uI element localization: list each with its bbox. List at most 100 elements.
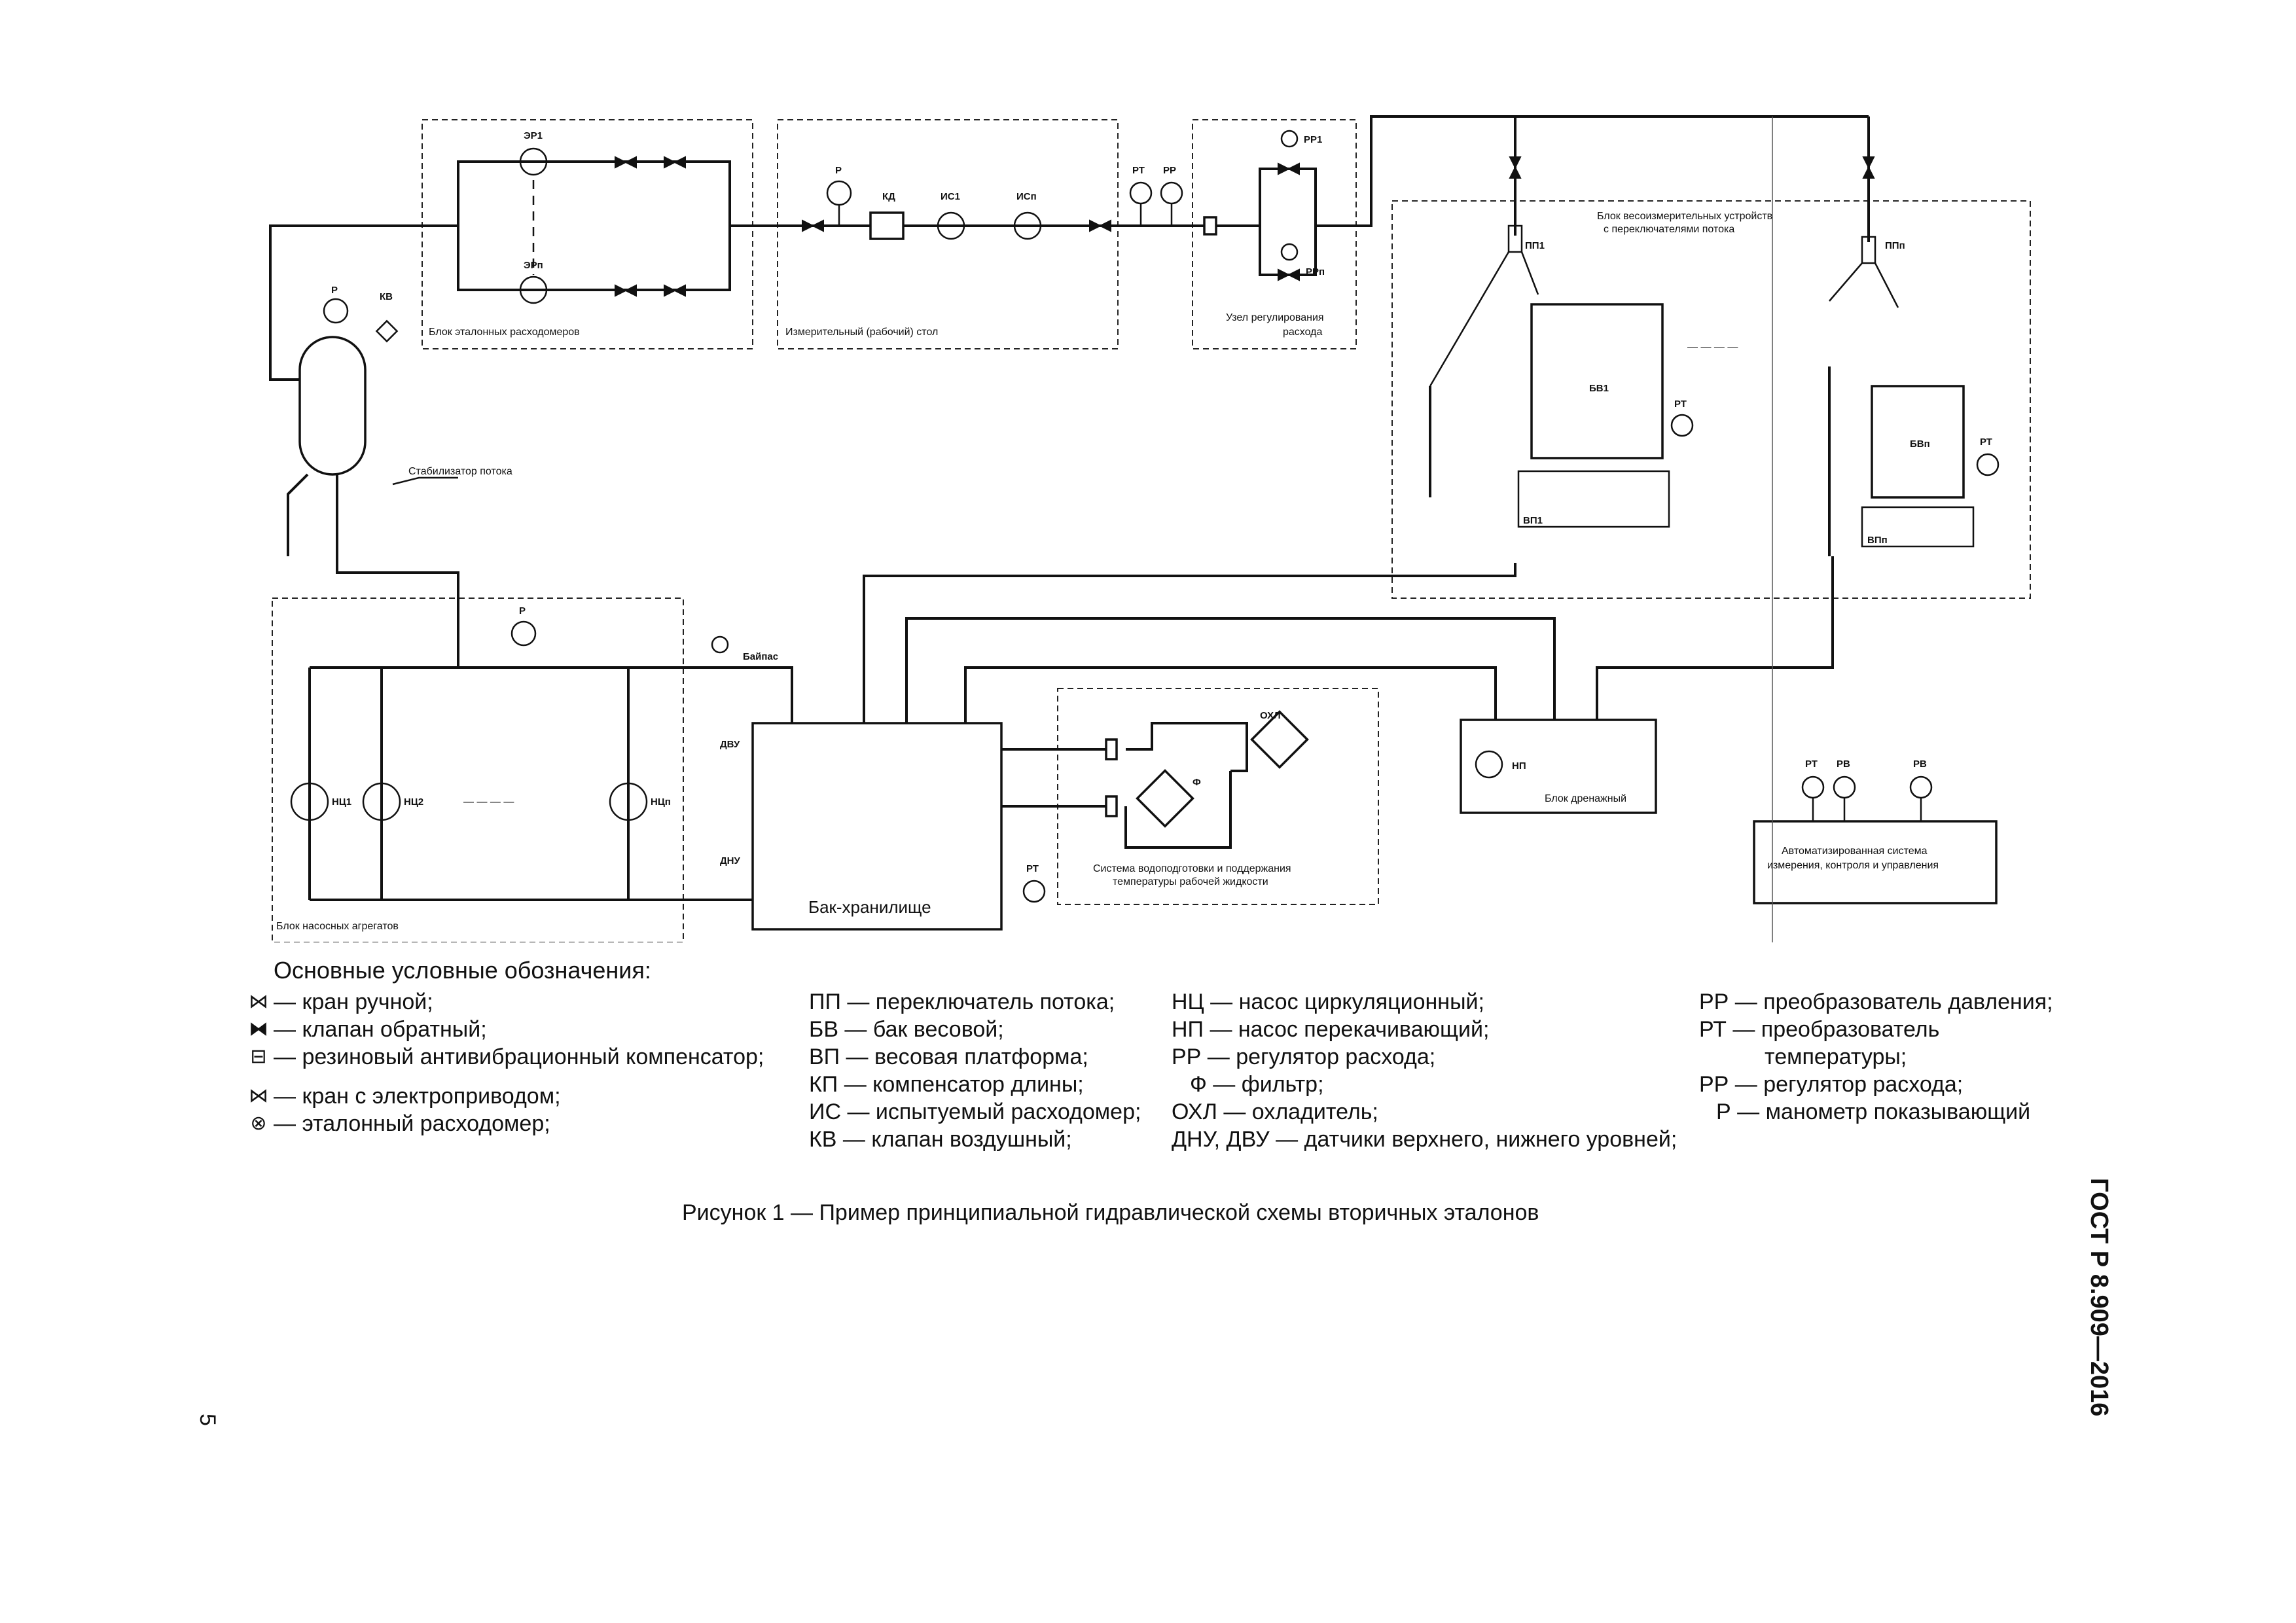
legend-item: ⋈— кран с электроприводом; [243, 1082, 764, 1110]
svg-text:НЦ1: НЦ1 [332, 796, 351, 808]
dnu-label: ДНУ [720, 855, 741, 866]
automation-sensors: РТ РВ РВ [1801, 758, 1933, 821]
svg-text:РВ: РВ [1837, 758, 1850, 770]
legend-item: ⊗— эталонный расходомер; [243, 1110, 764, 1137]
weighing-block [1391, 200, 2031, 599]
automation-system [1753, 820, 1998, 904]
svg-text:РТ: РТ [1674, 399, 1687, 410]
reference-flowmeters-block [422, 119, 753, 349]
legend-item: ПП — переключатель потока; [809, 990, 1115, 1014]
kd-label: КД [882, 191, 895, 202]
standard-number: ГОСТ Р 8.909—2016 [2085, 1178, 2113, 1417]
legend-item: ОХЛ — охладитель; [1172, 1099, 1378, 1124]
legend-item: ИС — испытуемый расходомер; [809, 1099, 1141, 1124]
legend-item: ⋈— кран ручной; [243, 988, 764, 1016]
storage-tank [751, 722, 1003, 931]
legend-item: температуры; [1765, 1044, 1907, 1069]
legend-item: КВ — клапан воздушный; [809, 1127, 1072, 1152]
svg-text:НЦ2: НЦ2 [404, 796, 423, 808]
legend-item: ДНУ, ДВУ — датчики верхнего, нижнего уро… [1172, 1127, 1677, 1152]
svg-text:Байпас: Байпас [743, 651, 778, 662]
compensator-treatment-1 [1105, 738, 1118, 760]
reference-flowmeter-er1: ЭР1 [519, 130, 548, 176]
legend-column-3: НЦ — насос циркуляционный; НП — насос пе… [1172, 988, 1677, 1153]
svg-text:Ф: Ф [1193, 777, 1201, 788]
svg-text:Р: Р [835, 165, 842, 176]
length-compensator-kd [869, 211, 905, 240]
stabilizer-to-pumps [336, 474, 459, 668]
return-line-3 [964, 666, 1497, 726]
legend-item: РР — регулятор расхода; [1172, 1044, 1436, 1069]
weigh-dashes: — — — — [1687, 342, 1738, 353]
valve-glyphs [615, 156, 1875, 297]
temperature-sensor-tank: РТ [1022, 863, 1046, 903]
air-valve-kv: КВ [375, 291, 399, 343]
svg-text:РРп: РРп [1306, 266, 1325, 277]
svg-text:РВ: РВ [1913, 758, 1927, 770]
pump-block-label: Блок насосных агрегатов [276, 921, 399, 932]
flow-stabilizer [298, 336, 367, 476]
check-valve-icon: ⧓ [249, 1018, 268, 1040]
compensator-regulation [1203, 216, 1217, 236]
svg-text:РР: РР [1163, 165, 1176, 176]
svg-text:ЭР1: ЭР1 [524, 130, 543, 141]
weigh-platform-vpn [1861, 506, 1975, 548]
treatment-label-1: Система водоподготовки и поддержания [1093, 863, 1291, 874]
legend-title: Основные условные обозначения: [274, 957, 651, 984]
dvu-label: ДВУ [720, 739, 740, 750]
flow-switch-ppn: ППп [1829, 236, 1905, 308]
legend-item: НП — насос перекачивающий; [1172, 1017, 1490, 1042]
legend-item: КП — компенсатор длины; [809, 1072, 1084, 1097]
weighing-label-1: Блок весоизмерительных устройств [1597, 211, 1772, 222]
page-number: 5 [195, 1414, 220, 1426]
legend-item: РР — регулятор расхода; [1699, 1072, 1964, 1097]
pressure-gauge-table: Р [826, 165, 852, 226]
pressure-transducer-table: РР [1160, 165, 1183, 226]
reference-flowmeter-ern: ЭРп [519, 260, 548, 304]
treatment-top-loop [1126, 722, 1248, 772]
legend-column-2: ПП — переключатель потока; БВ — бак весо… [809, 988, 1141, 1153]
test-flowmeter-is1: ИС1 [937, 191, 965, 240]
legend-item: БВ — бак весовой; [809, 1017, 1004, 1042]
bypass-valve: Байпас [638, 635, 793, 726]
flow-switch-pp1: ПП1 [1429, 224, 1545, 387]
legend-item: РР — преобразователь давления; [1699, 990, 2053, 1014]
pressure-gauge-stabilizer: Р [323, 285, 349, 324]
svg-text:НЦп: НЦп [651, 796, 671, 808]
temperature-sensor-bvn: РТ [1976, 437, 2000, 476]
hydraulic-scheme: ЭР1 ЭРп Блок эталонных расходомеров Р КД… [269, 115, 2031, 942]
svg-text:ЭРп: ЭРп [524, 260, 543, 271]
legend-symbols: ⋈— кран ручной; ⧓— клапан обратный; ⊟— р… [243, 988, 764, 1137]
figure-caption: Рисунок 1 — Пример принципиальной гидрав… [682, 1200, 1539, 1225]
flow-regulator-labels: РР1 РРп [1280, 130, 1325, 277]
reference-block-label: Блок эталонных расходомеров [429, 327, 580, 338]
weighing-label-2: с переключателями потока [1604, 224, 1734, 235]
circulation-pump-nc2: НЦ2 [362, 668, 423, 900]
return-line-1 [863, 563, 1516, 723]
motor-valve-icon: ⋈ [249, 1085, 268, 1107]
weigh-tank-bvn [1871, 385, 1965, 499]
drain-block-label: Блок дренажный [1545, 793, 1626, 804]
drain-left [287, 473, 309, 556]
circulation-pump-ncn: НЦп [609, 668, 671, 900]
svg-text:ППп: ППп [1885, 240, 1905, 251]
circulation-pump-nc1: НЦ1 [290, 668, 351, 900]
svg-text:ПП1: ПП1 [1525, 240, 1545, 251]
measuring-table-block [777, 119, 1119, 349]
svg-text:КВ: КВ [380, 291, 393, 302]
svg-text:ИСп: ИСп [1016, 191, 1037, 202]
svg-text:НП: НП [1512, 760, 1526, 772]
main-supply-pipe [269, 224, 458, 381]
automation-label-2: измерения, контроля и управления [1767, 860, 1939, 871]
legend-item: ⧓— клапан обратный; [243, 1016, 764, 1043]
treatment-bottom-loop [1124, 771, 1232, 849]
stabilizer-label: Стабилизатор потока [408, 466, 512, 477]
temperature-sensor-table: РТ [1129, 165, 1153, 226]
svg-text:ИС1: ИС1 [941, 191, 960, 202]
pressure-gauge-pumps: Р [511, 605, 537, 647]
pump-block [272, 597, 684, 942]
compensator-treatment-2 [1105, 795, 1118, 817]
vpn-label: ВПп [1867, 535, 1888, 546]
svg-text:Р: Р [519, 605, 526, 616]
drain-line-right [1596, 556, 1834, 720]
